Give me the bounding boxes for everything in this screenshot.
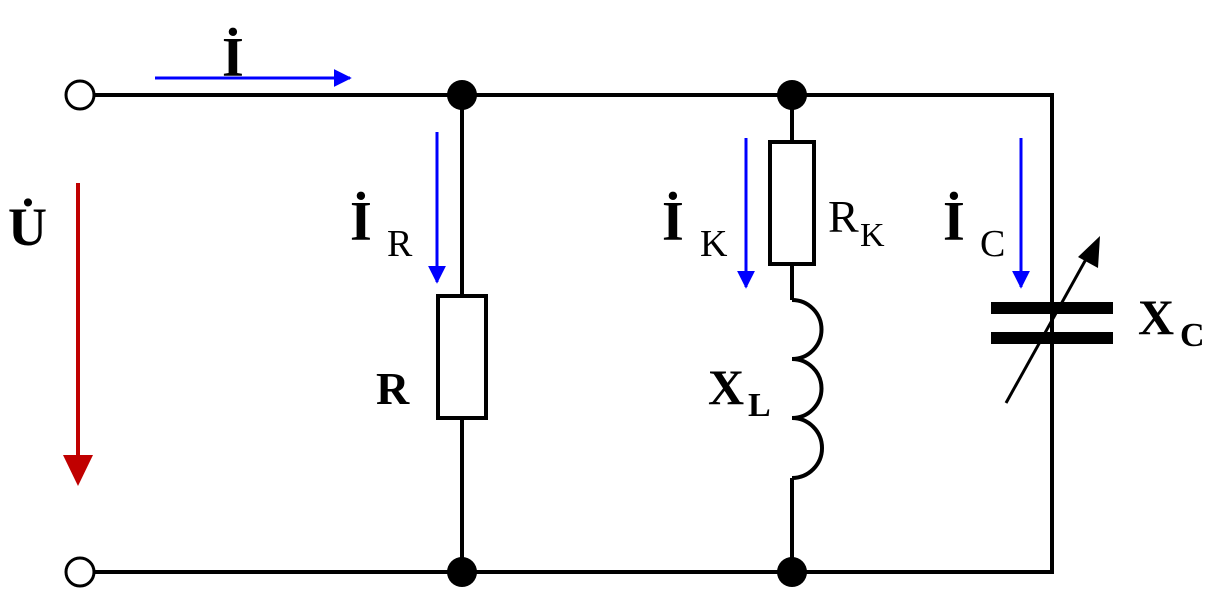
total-current-label: İ <box>222 27 244 89</box>
capacitor-bottom-plate <box>991 332 1113 344</box>
inductor-xl-symbol <box>791 298 824 480</box>
capacitor-xc-symbol <box>991 236 1113 404</box>
wires <box>94 93 1054 574</box>
capacitor-xc-label: X C <box>1138 289 1205 354</box>
junctions <box>447 80 807 587</box>
variable-capacitor-arrow-line <box>1004 251 1092 404</box>
capacitor-top-plate <box>991 302 1113 314</box>
voltage-label: U̇ <box>8 197 47 257</box>
input-terminal-bottom <box>64 556 96 588</box>
variable-capacitor-arrow-head <box>1078 236 1100 268</box>
resistor-r-label: R <box>376 363 410 414</box>
current-k-label: İ K <box>662 191 728 265</box>
resistor-rk-symbol <box>768 140 816 266</box>
current-r-label: İ R <box>350 191 413 265</box>
current-c-label: İ C <box>943 191 1005 265</box>
inductor-xl-label: X L <box>708 359 771 424</box>
junction-top-rk <box>777 80 807 110</box>
resistor-rk-label: R K <box>828 191 885 254</box>
input-terminal-top <box>64 79 96 111</box>
junction-bottom-rk <box>777 557 807 587</box>
resistor-r-symbol <box>436 294 488 420</box>
junction-bottom-r <box>447 557 477 587</box>
junction-top-r <box>447 80 477 110</box>
voltage-arrow <box>63 183 93 486</box>
